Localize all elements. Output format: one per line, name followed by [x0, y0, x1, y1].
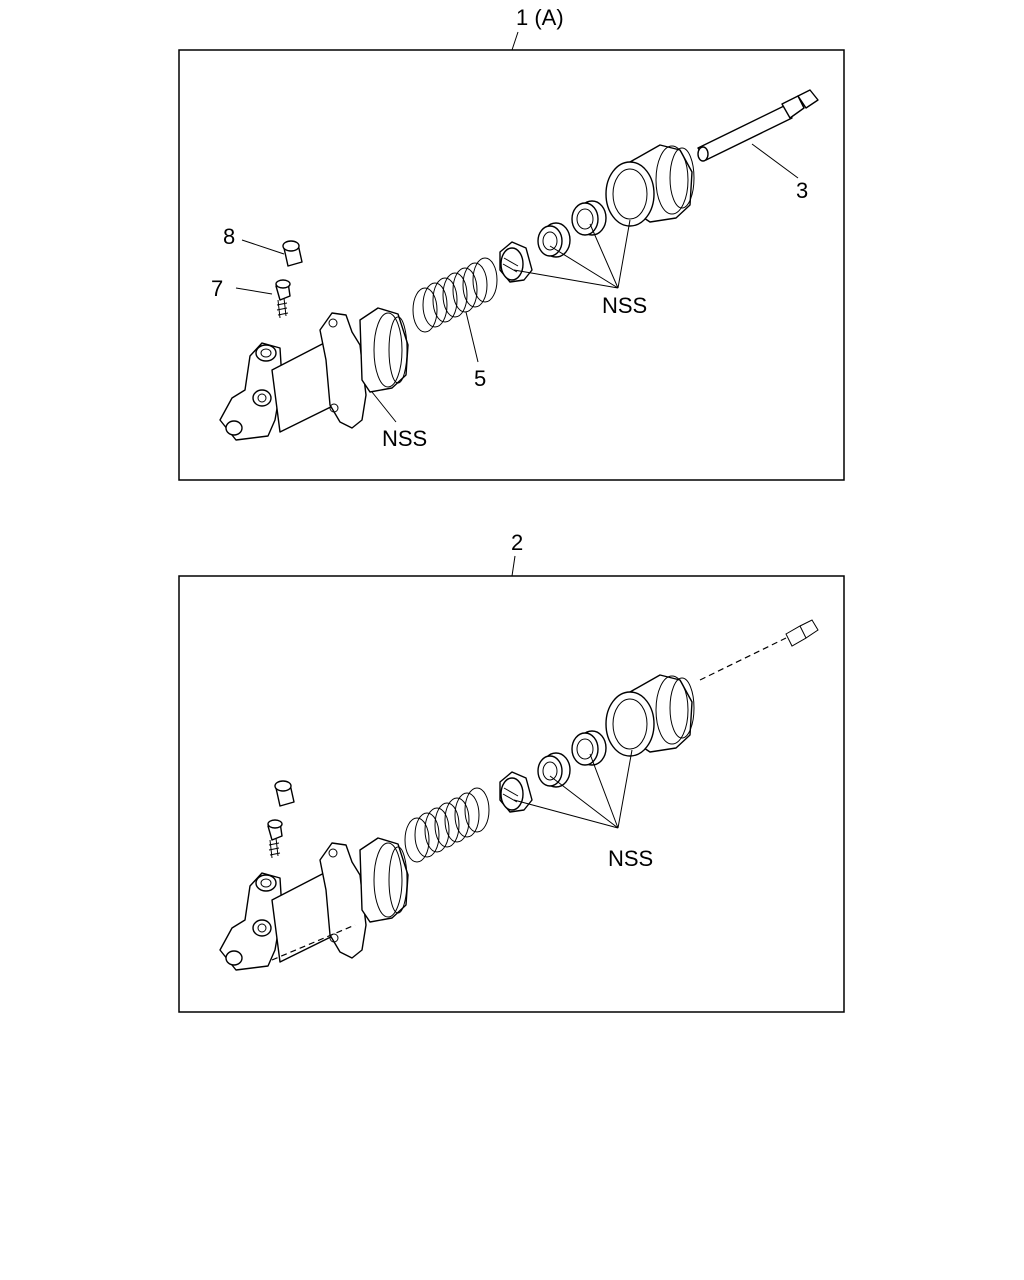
panel-1-frame	[178, 49, 845, 481]
leader-8	[241, 239, 285, 255]
callout-nss-body: NSS	[382, 426, 427, 451]
panel-1-title-leader	[511, 31, 519, 51]
push-rod	[697, 89, 819, 162]
phantom-body-edge	[271, 924, 356, 961]
panel-2-frame	[178, 575, 845, 1013]
leader-nss-seals-2	[513, 749, 633, 829]
panel-2-title-leader	[511, 555, 516, 577]
callout-7: 7	[211, 276, 223, 301]
piston-and-seals-2	[499, 674, 695, 813]
panel-1-title: 1 (A)	[516, 5, 564, 30]
rod-end-2	[785, 619, 819, 647]
leader-nss-seals	[513, 219, 631, 289]
return-spring-2	[404, 787, 490, 863]
leader-7	[235, 287, 273, 295]
bleeder-cap	[282, 240, 303, 267]
callout-nss-seals: NSS	[602, 293, 647, 318]
return-spring	[412, 257, 498, 333]
slave-cylinder-body-2	[219, 837, 409, 971]
bleeder-screw-2	[267, 819, 283, 859]
phantom-push-rod	[699, 637, 787, 681]
panel-1: 1 (A) 3 5 7 8 NSS NSS	[178, 5, 845, 481]
piston-and-seals	[499, 144, 695, 283]
leader-nss-body	[371, 391, 397, 423]
slave-cylinder-body	[219, 307, 409, 441]
bleeder-cap-2	[274, 780, 295, 807]
callout-3: 3	[796, 178, 808, 203]
callout-8: 8	[223, 224, 235, 249]
callout-nss-seals-2: NSS	[608, 846, 653, 871]
leader-5	[465, 311, 479, 363]
panel-2: 2 NSS	[178, 530, 845, 1013]
leader-3	[751, 143, 799, 179]
callout-5: 5	[474, 366, 486, 391]
bleeder-screw	[275, 279, 291, 319]
panel-2-title: 2	[511, 530, 523, 555]
